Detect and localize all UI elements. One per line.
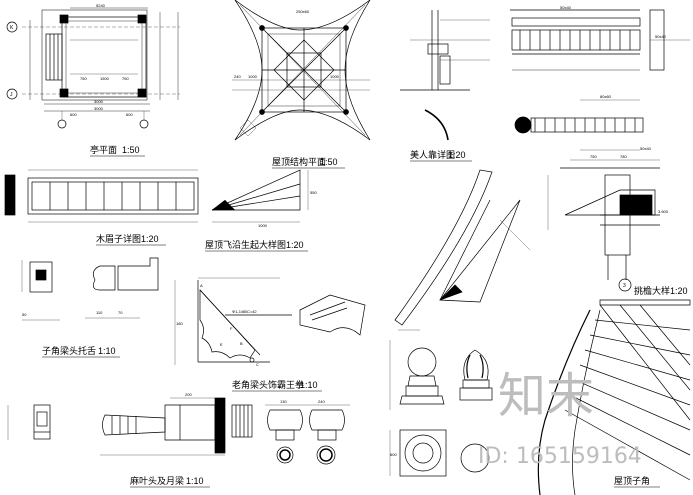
dim-d200: 200 bbox=[185, 392, 192, 397]
roof-structure-plan bbox=[232, 0, 371, 141]
dim-750: 750 bbox=[590, 154, 597, 159]
dim-3000a: 3000 bbox=[94, 99, 104, 104]
dim-1000a: 1000 bbox=[248, 74, 258, 79]
dim-1000b: 1000 bbox=[330, 74, 340, 79]
dim-d180: 180 bbox=[176, 321, 183, 326]
title-hemp-leaf: 麻叶头及月梁 bbox=[130, 475, 184, 486]
scale-old-corner-beam: 1:10 bbox=[300, 380, 318, 390]
dim-250x60: 250x60 bbox=[296, 9, 310, 14]
grid-bubble-j bbox=[6, 88, 18, 100]
scale-roof-structure: 1:50 bbox=[320, 157, 338, 167]
title-corner-beam-bracket: 子角梁头托舌 bbox=[42, 345, 96, 356]
dim-750b: 750 bbox=[122, 76, 129, 81]
corner-beam-bracket bbox=[21, 257, 159, 321]
dim-d110: 110 bbox=[96, 310, 103, 315]
dim-600a: 600 bbox=[70, 112, 77, 117]
dim-d600c: 600 bbox=[390, 452, 397, 457]
dim-750a: 750 bbox=[80, 76, 87, 81]
dim-50x40a: 50x40 bbox=[560, 5, 572, 10]
dim-d70: 70 bbox=[118, 310, 123, 315]
dim-1000c: 1000 bbox=[258, 223, 268, 228]
title-roof-rafters: 屋顶子角 bbox=[614, 475, 650, 486]
dim-600b: 600 bbox=[126, 112, 133, 117]
label-a: A bbox=[200, 283, 203, 288]
dim-550: 550 bbox=[310, 190, 317, 195]
annotation-formula: Φ1-1/6BC=42 bbox=[232, 309, 257, 314]
dim-50x40b: 50x40 bbox=[655, 34, 667, 39]
beauty-seat-detail bbox=[400, 10, 490, 141]
dim-780: 780 bbox=[620, 154, 627, 159]
scale-beauty-seat: 1:20 bbox=[448, 150, 466, 160]
eave-detail bbox=[547, 159, 660, 280]
dim-d130: 130 bbox=[280, 399, 287, 404]
grid-bubble-k bbox=[6, 21, 18, 33]
title-wood-lintel: 木眉子详图1:20 bbox=[96, 233, 159, 244]
dim-50x40c: 50x40 bbox=[640, 146, 652, 151]
dim-5240: 5240 bbox=[96, 3, 106, 8]
label-f: F bbox=[230, 326, 233, 331]
dim-80x60: 80x60 bbox=[600, 94, 612, 99]
watermark-id: ID: 165159164 bbox=[478, 444, 642, 469]
dim-240: 240 bbox=[234, 74, 241, 79]
grid-label-k: K bbox=[10, 25, 14, 31]
dim-1500: 1500 bbox=[100, 76, 110, 81]
title-pavilion-plan: 亭平面 bbox=[90, 144, 117, 155]
hemp-leaf-head bbox=[7, 397, 253, 456]
watermark-cn: 知末 bbox=[498, 368, 594, 424]
dim-d50: 50 bbox=[22, 312, 27, 317]
scale-pavilion-plan: 1:50 bbox=[122, 145, 140, 155]
dim-3000b: 3000 bbox=[94, 106, 104, 111]
title-beauty-seat: 美人靠详图 bbox=[410, 149, 455, 160]
scale-eave-detail: 1:20 bbox=[670, 286, 688, 296]
old-corner-beam bbox=[174, 277, 366, 365]
roof-corner-section bbox=[394, 169, 531, 331]
title-roof-eave: 屋顶飞沿生起大样图1:20 bbox=[205, 239, 304, 250]
section-marker-3 bbox=[618, 278, 632, 292]
section-number: 3 bbox=[623, 283, 626, 289]
title-old-corner-beam: 老角梁头饰霸王拳 bbox=[232, 379, 304, 390]
scale-hemp-leaf: 1:10 bbox=[186, 476, 204, 486]
wood-lintel-detail bbox=[4, 169, 199, 223]
roof-finial bbox=[389, 340, 493, 477]
grid-label-j: J bbox=[10, 92, 13, 98]
dim-d240b: 240 bbox=[318, 399, 325, 404]
scale-corner-beam-bracket: 1:10 bbox=[98, 346, 116, 356]
railing-elevation bbox=[510, 9, 690, 151]
label-c: C bbox=[256, 362, 259, 367]
column-bases bbox=[265, 404, 350, 465]
pavilion-plan bbox=[22, 7, 180, 129]
title-roof-structure: 屋顶结构平面 bbox=[272, 156, 326, 167]
dim-3600: 3.600 bbox=[658, 209, 669, 214]
roof-eave-detail bbox=[211, 169, 309, 223]
label-b: B bbox=[240, 341, 243, 346]
title-eave-detail: 挑檐大样 bbox=[634, 285, 670, 296]
label-e: E bbox=[220, 342, 223, 347]
roof-rafters bbox=[537, 299, 691, 495]
